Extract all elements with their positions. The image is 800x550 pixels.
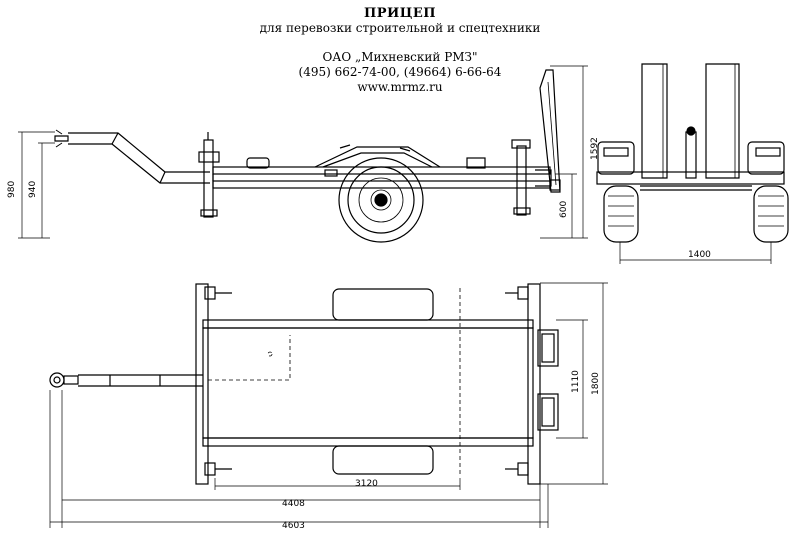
side-fender [314,144,441,168]
side-view: 980 940 1592 600 [7,65,600,243]
dim-1592: 1592 [590,137,600,160]
drawing-subtitle: для перевозки строительной и спецтехники [259,21,541,35]
top-ramps [537,329,559,431]
side-frame [212,157,551,189]
top-frame [195,283,541,485]
rear-frame [596,126,785,191]
top-hidden-lines [208,288,461,474]
company-phones: (495) 662-74-00, (49664) 6-66-64 [298,65,502,79]
side-dimensions [18,65,588,239]
company-website: www.mrmz.ru [357,80,443,94]
dim-980: 980 [7,181,17,198]
drawing-title: ПРИЦЕП [363,6,437,21]
company-name: ОАО „Михневский РМЗ" [322,50,478,64]
dim-4603: 4603 [282,521,305,531]
top-fenders [332,288,434,475]
side-drawbar [54,129,210,184]
rear-ramps [641,63,740,179]
rear-wheel-right [753,185,789,243]
top-jacks [204,286,529,476]
rear-wheel-left [603,185,639,243]
side-ramp [535,69,561,193]
top-drawbar [49,372,203,388]
dim-1110: 1110 [571,370,581,393]
rear-fender-left [597,141,635,175]
dim-3120: 3120 [355,479,378,489]
dim-4408: 4408 [282,499,305,509]
dim-1400: 1400 [688,250,711,260]
rear-view: 1400 [596,63,789,264]
top-view: 1800 1110 3120 4408 4603 [49,282,608,531]
dim-940: 940 [28,181,38,198]
dim-600: 600 [559,201,569,218]
side-rear-leg [511,139,531,216]
dim-1800: 1800 [591,372,601,395]
side-wheel [338,157,424,243]
rear-dimensions [619,242,772,264]
top-dimensions [49,282,608,528]
rear-fender-right [747,141,785,175]
